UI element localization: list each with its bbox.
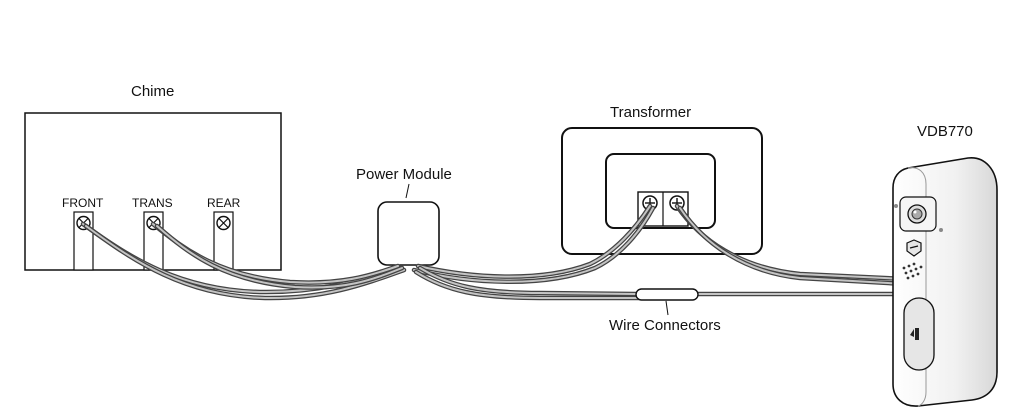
power-module-leader xyxy=(405,183,410,199)
doorbell-logo-icon xyxy=(910,328,919,340)
terminal-label-front: FRONT xyxy=(62,196,104,210)
terminal-label-rear: REAR xyxy=(207,196,241,210)
chime-terminal-rear xyxy=(213,211,234,271)
chime-label: Chime xyxy=(131,83,175,100)
power-module-box xyxy=(377,201,440,266)
wire-connectors-label: Wire Connectors xyxy=(609,317,721,334)
device-badge-icon xyxy=(906,239,922,257)
wire-connectors-leader xyxy=(665,300,669,316)
wires xyxy=(80,203,908,301)
transformer-label: Transformer xyxy=(610,104,692,121)
power-module-label: Power Module xyxy=(356,166,452,183)
speaker-grille-icon xyxy=(902,262,923,280)
chime-terminal-front xyxy=(73,211,94,271)
wire-connectors-shape xyxy=(635,288,699,301)
chime-terminal-trans xyxy=(143,211,164,271)
terminal-label-trans: TRANS xyxy=(132,196,173,210)
vdb770-device xyxy=(892,157,998,407)
device-label: VDB770 xyxy=(917,123,973,140)
